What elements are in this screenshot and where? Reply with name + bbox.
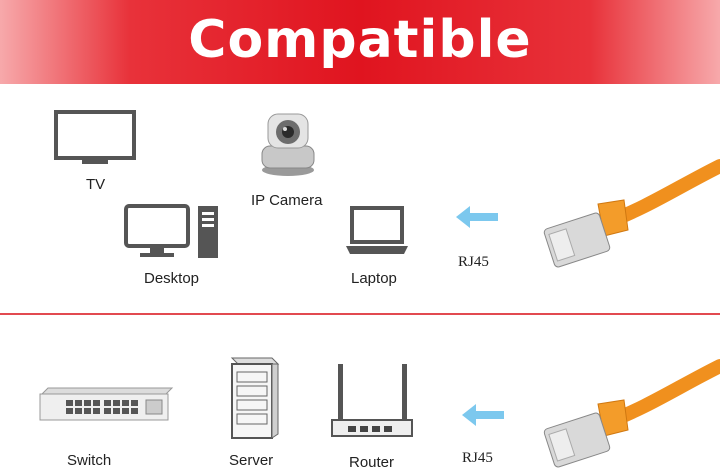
server-label: Server <box>229 452 274 469</box>
router-label: Router <box>349 454 395 471</box>
rj45-plug-icon <box>543 159 720 268</box>
router-icon <box>331 364 413 437</box>
laptop-icon <box>346 206 408 254</box>
section-divider <box>0 313 720 315</box>
desktop-label: Desktop <box>144 270 200 287</box>
ip-camera-icon <box>261 113 315 176</box>
tv-icon <box>54 110 136 164</box>
banner-title: Compatible <box>188 10 532 70</box>
switch-icon <box>39 387 174 421</box>
arrow-left-icon <box>462 404 504 426</box>
desktop-icon <box>124 204 218 258</box>
arrow-left-icon <box>456 206 498 228</box>
switch-label: Switch <box>67 452 112 469</box>
tv-label: TV <box>86 176 106 193</box>
rj45-label: RJ45 <box>458 254 489 270</box>
server-icon <box>230 357 280 439</box>
rj45-plug-icon <box>543 359 720 468</box>
rj45-label: RJ45 <box>462 450 493 466</box>
laptop-label: Laptop <box>351 270 397 287</box>
header-banner: Compatible <box>0 0 720 84</box>
ip-camera-label: IP Camera <box>251 192 323 209</box>
